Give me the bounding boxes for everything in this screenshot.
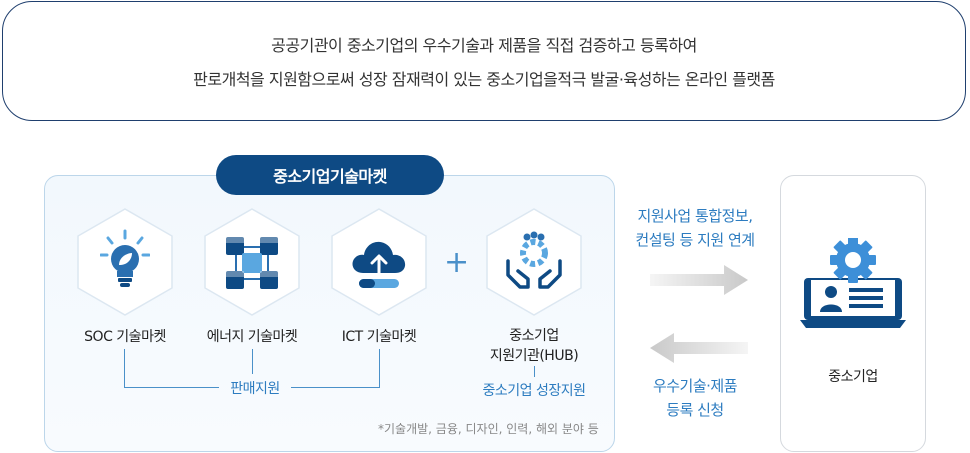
energy-market-label: 에너지 기술마켓 [206, 329, 298, 345]
connector-soc [124, 349, 125, 387]
arrow-right-icon [650, 265, 748, 295]
hub-label-line-2: 지원기관(HUB) [489, 348, 579, 364]
lightbulb-icon [100, 229, 150, 287]
market-title: 중소기업기술마켓 [216, 155, 444, 195]
soc-market-hex [75, 207, 175, 317]
company-label: 중소기업 [828, 369, 878, 385]
to-company-line-2: 컨설팅 등 지원 연계 [635, 231, 755, 249]
market-note: *기술개발, 금융, 디자인, 인력, 해외 분야 등 [378, 422, 599, 436]
plus-sign: + [444, 245, 470, 280]
hands-gear-icon [506, 231, 562, 289]
intro-box: 공공기관이 중소기업의 우수기술과 제품을 직접 검증하고 등록하여 판로개척을… [2, 1, 966, 121]
intro-line-1: 공공기관이 중소기업의 우수기술과 제품을 직접 검증하고 등록하여 [271, 36, 697, 55]
hub-label-line-1: 중소기업 [509, 328, 559, 344]
growth-support-label: 중소기업 성장지원 [482, 383, 587, 399]
intro-line-2: 판로개척을 지원함으로써 성장 잠재력이 있는 중소기업을적극 발굴·육성하는 … [193, 70, 775, 89]
network-cubes-icon [226, 237, 278, 289]
to-market-line-1: 우수기술·제품 [652, 377, 738, 395]
connector-ict [379, 349, 380, 387]
ict-market-label: ICT 기술마켓 [341, 329, 417, 345]
cloud-upload-icon [352, 241, 406, 288]
ict-market-hex [329, 207, 429, 317]
to-market-line-2: 등록 신청 [666, 401, 724, 419]
sales-support-label: 판매지원 [230, 381, 280, 397]
soc-market-label: SOC 기술마켓 [84, 329, 166, 345]
laptop-profile-gear-icon [800, 238, 906, 328]
connector-right [291, 387, 380, 388]
to-company-line-1: 지원사업 통합정보, [637, 207, 753, 225]
connector-hub [534, 366, 535, 377]
to-company-text: 지원사업 통합정보, 컨설팅 등 지원 연계 [620, 204, 770, 252]
to-market-text: 우수기술·제품 등록 신청 [620, 374, 770, 422]
energy-market-hex [202, 207, 302, 317]
hub-hex [484, 207, 584, 317]
hub-label: 중소기업 지원기관(HUB) [474, 326, 594, 366]
connector-energy [252, 349, 253, 374]
arrow-left-icon [650, 333, 748, 363]
connector-left [124, 387, 219, 388]
